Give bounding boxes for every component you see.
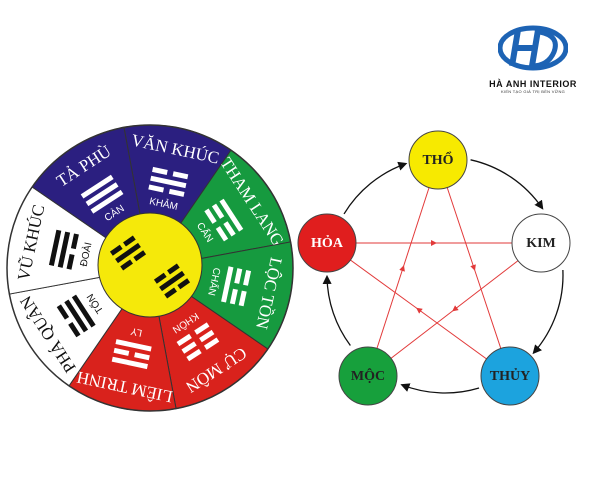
center-trigram-icon [109, 235, 147, 271]
trigram-label: LY [129, 325, 143, 338]
element-label: THỦY [490, 367, 530, 384]
element-node [511, 213, 571, 273]
controlling-arrow [437, 159, 511, 377]
trigram-icon [204, 198, 244, 242]
element-label: THỔ [422, 150, 453, 168]
center-trigram-icon [153, 263, 191, 299]
trigram-icon [221, 266, 252, 307]
element-label: MỘC [351, 367, 385, 384]
trigram-icon [80, 174, 124, 214]
hd-logo-icon [497, 25, 569, 71]
element-label: KIM [526, 236, 556, 251]
controlling-arrow [367, 242, 542, 377]
trigram-icon [176, 322, 220, 362]
trigram-icon [56, 294, 96, 338]
brand-logo: HÀ ANH INTERIOR KIẾN TẠO GIÁ TRỊ BỀN VỮN… [478, 24, 588, 94]
element-label: HỎA [311, 234, 344, 251]
element-node [480, 346, 540, 406]
five-elements-cycle: THỔ KIM THỦY MỘC HỎA [297, 130, 571, 406]
trigram-icon [48, 229, 79, 270]
controlling-arrow [326, 242, 511, 377]
controlling-arrow [367, 159, 439, 377]
generating-arrow [400, 383, 480, 394]
element-node [338, 346, 398, 406]
generating-arrow [470, 159, 544, 210]
element-node [297, 213, 357, 273]
brand-name: HÀ ANH INTERIOR [489, 79, 577, 89]
wheel-center [97, 212, 203, 318]
generating-arrow [322, 274, 351, 346]
trigram-icon [111, 339, 152, 370]
generating-arrow [532, 269, 564, 355]
generating-arrow [343, 161, 408, 215]
element-node [408, 130, 468, 190]
brand-tagline: KIẾN TẠO GIÁ TRỊ BỀN VỮNG [500, 89, 566, 94]
trigram-icon [148, 166, 189, 197]
